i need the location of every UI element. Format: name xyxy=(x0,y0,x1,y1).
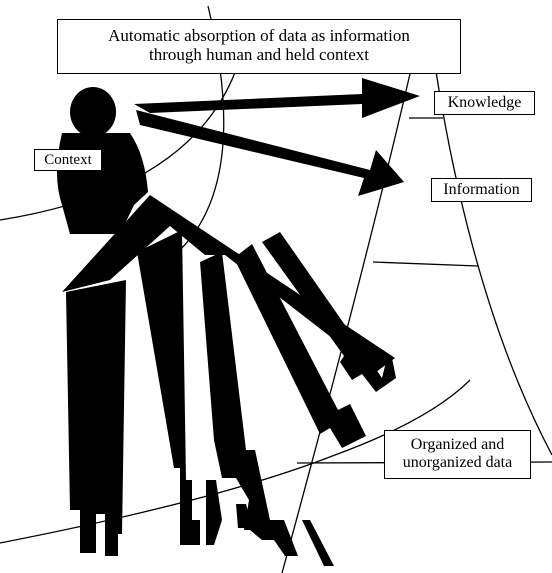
data-label: Organized and unorganized data xyxy=(384,430,531,479)
data-stream-3 xyxy=(200,252,298,556)
data-stream-6 xyxy=(206,480,222,545)
knowledge-label: Knowledge xyxy=(434,91,535,115)
data-stream-1 xyxy=(66,280,126,556)
inner-context-arc xyxy=(0,69,237,221)
data-stream-8 xyxy=(302,520,334,566)
data-stream-4 xyxy=(234,244,366,448)
data-label-line-2: unorganized data xyxy=(402,453,513,471)
data-stream-7 xyxy=(236,504,252,528)
data-label-line-1: Organized and xyxy=(410,436,505,453)
pyramid-mid-divider xyxy=(372,261,479,267)
arrow-to-information xyxy=(136,110,404,196)
context-label: Context xyxy=(34,149,102,171)
information-label: Information xyxy=(431,178,532,202)
data-stream-5 xyxy=(262,232,396,392)
pyramid-left-edge xyxy=(281,51,416,573)
pyramid-right-edge xyxy=(432,51,552,456)
large-upward-arrow xyxy=(62,195,395,372)
title-label: Automatic absorption of data as informat… xyxy=(57,19,461,74)
arrow-to-knowledge xyxy=(134,78,420,118)
title-line-2: through human and held context xyxy=(148,45,369,65)
data-streams xyxy=(66,230,396,566)
data-stream-2 xyxy=(137,230,200,545)
title-line-1: Automatic absorption of data as informat… xyxy=(108,26,410,45)
